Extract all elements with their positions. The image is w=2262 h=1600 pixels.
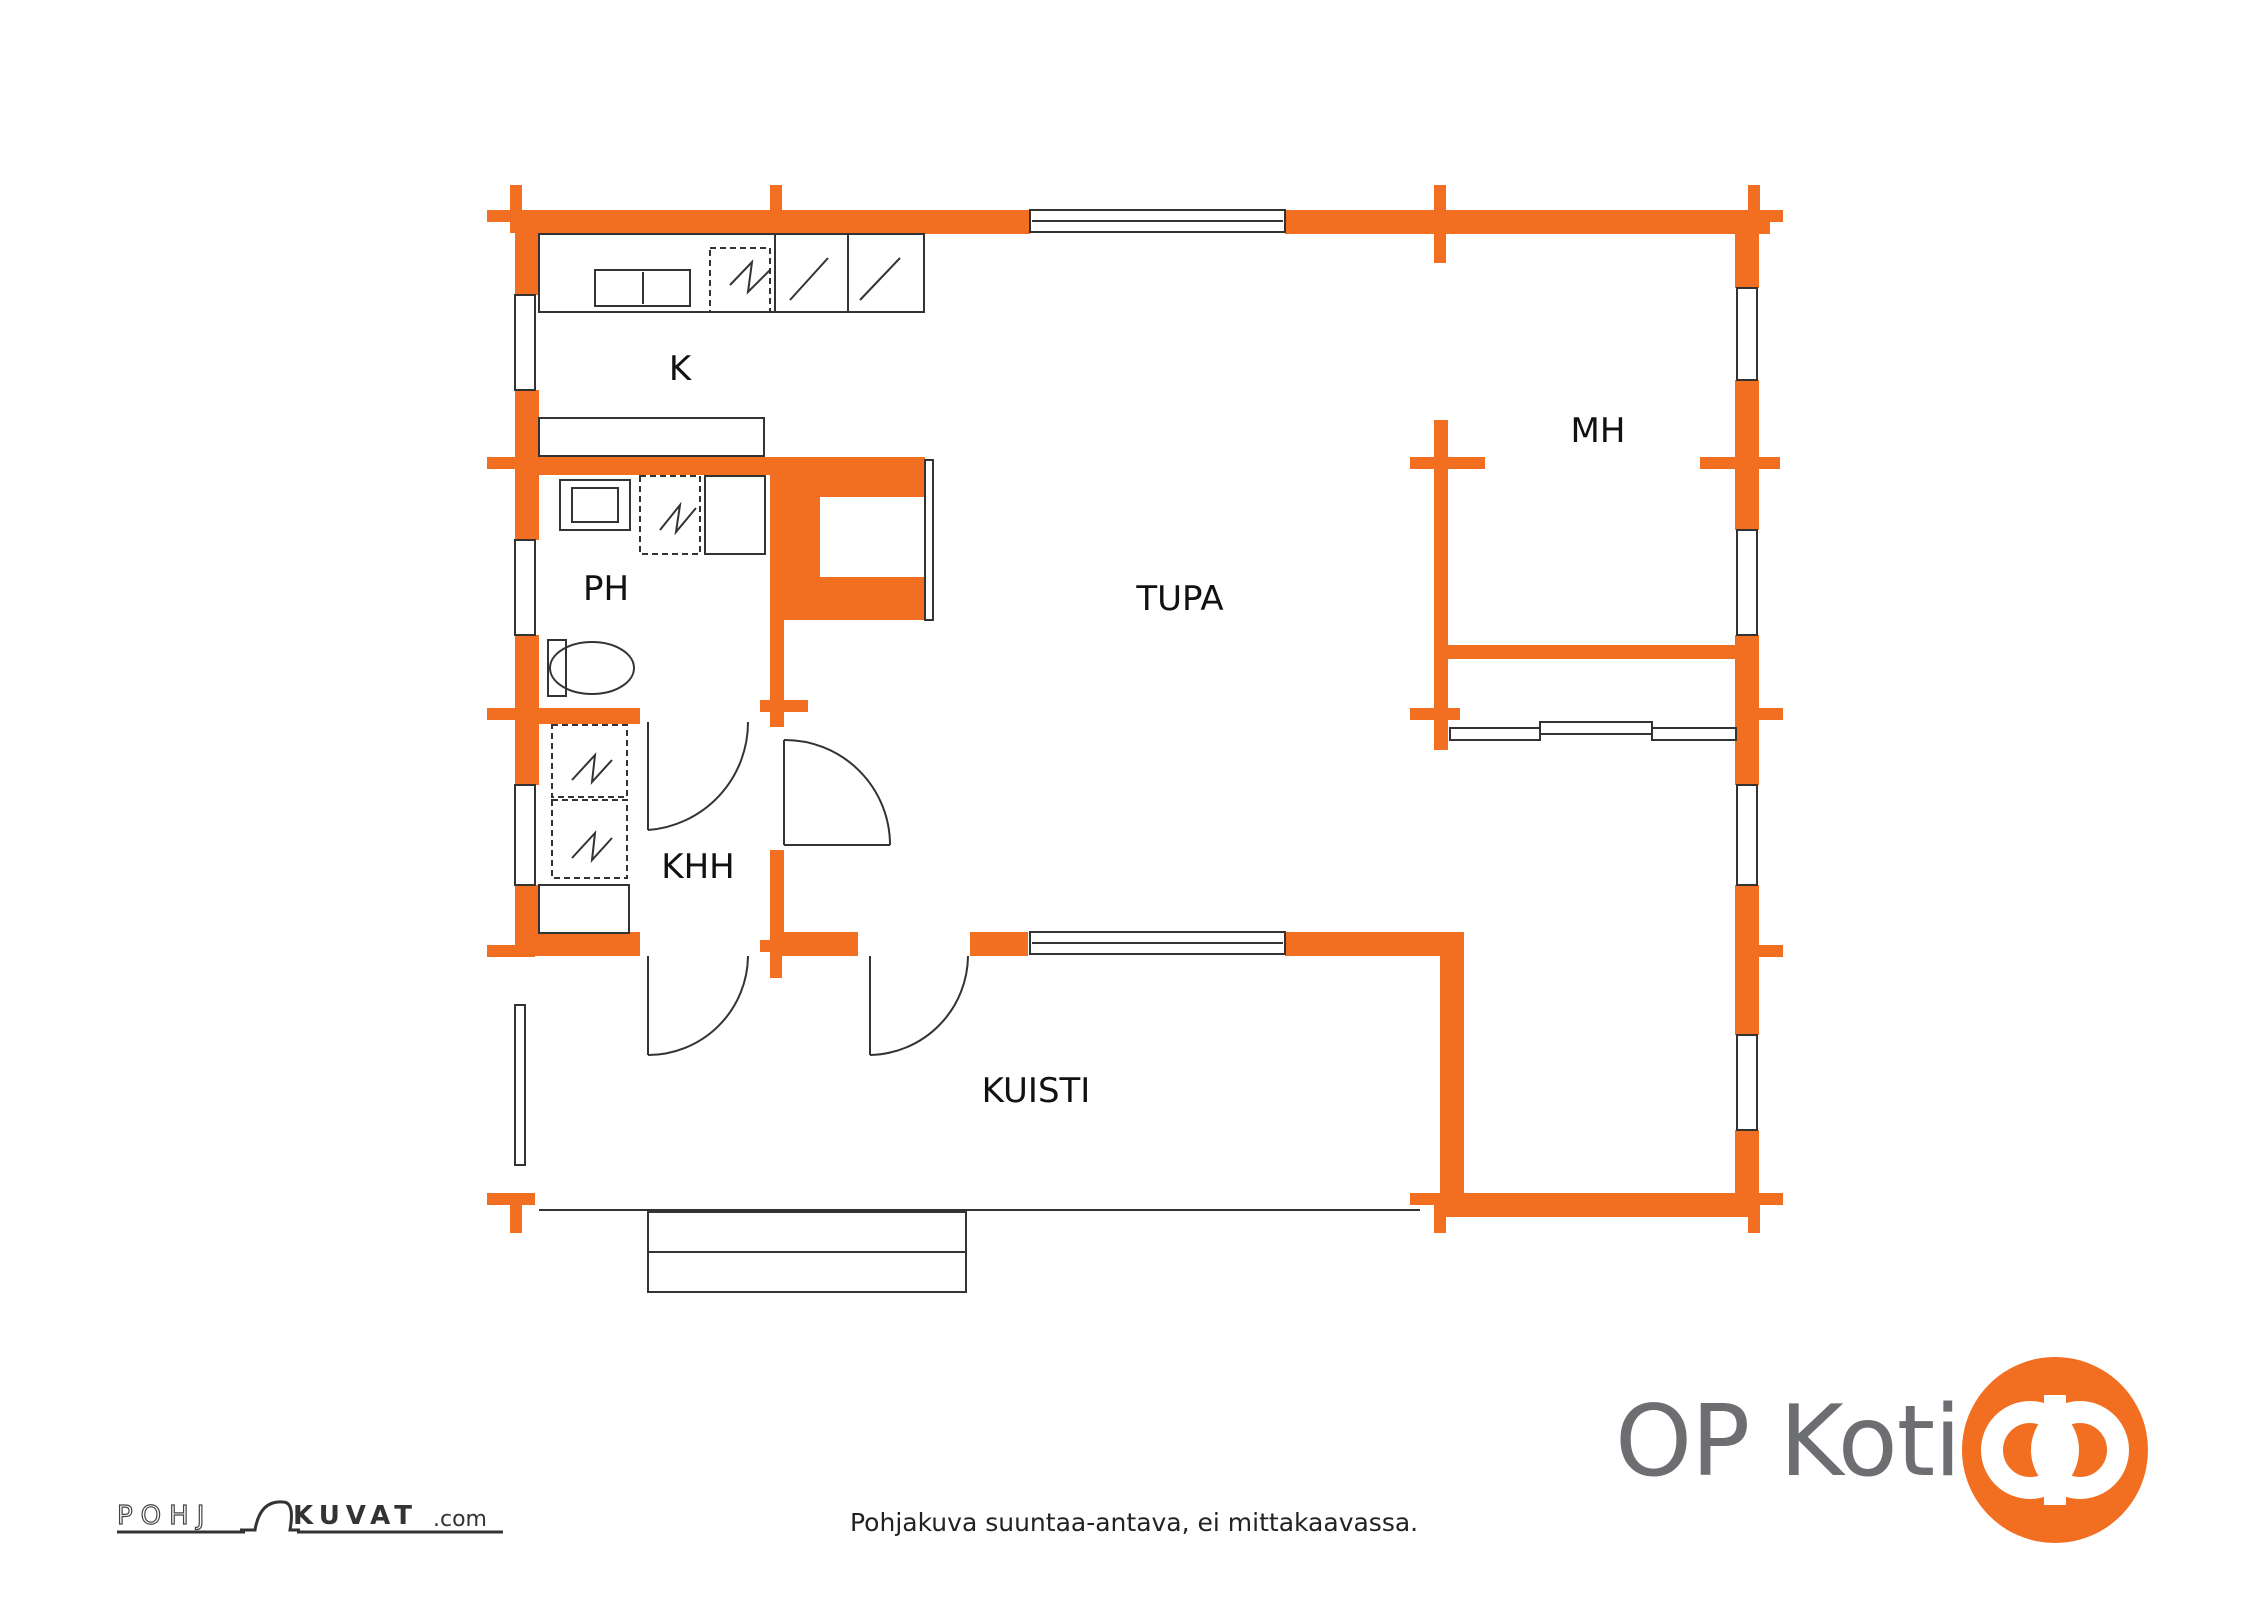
log-ends: [487, 185, 1783, 1233]
pohjakuvat-logo-text-1: POHJ: [117, 1501, 212, 1531]
pohjakuvat-logo-text-3: .com: [433, 1507, 487, 1532]
room-label-tupa: TUPA: [1135, 579, 1223, 619]
room-label-mh: MH: [1571, 411, 1626, 451]
disclaimer-caption: Pohjakuva suuntaa-antava, ei mittakaavas…: [850, 1508, 1419, 1537]
room-label-ph: PH: [583, 569, 629, 609]
fixtures: [514, 233, 1737, 1293]
room-label-k: K: [669, 349, 693, 389]
op-logo-icon: [1962, 1357, 2148, 1543]
pohjakuvat-logo-text-2: KUVAT: [293, 1501, 418, 1531]
pohjakuvat-logo: POHJ KUVAT .com: [116, 1500, 503, 1534]
room-label-khh: KHH: [661, 847, 734, 887]
op-koti-wordmark: OP Koti: [1615, 1385, 1961, 1499]
room-label-kuisti: KUISTI: [982, 1071, 1091, 1111]
windows: [514, 209, 1758, 1131]
walls: [515, 210, 1770, 1217]
